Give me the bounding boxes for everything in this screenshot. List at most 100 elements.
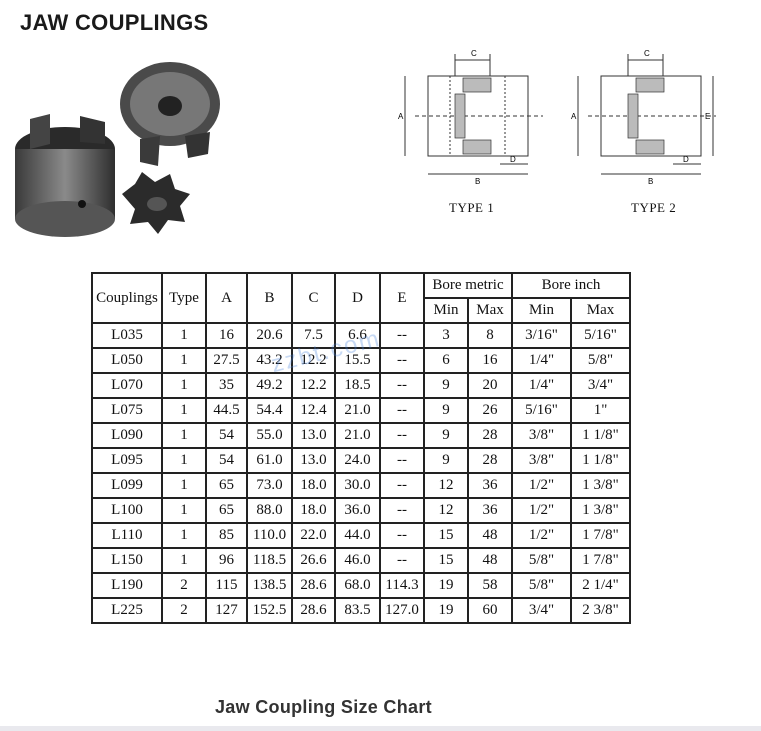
table-cell: 18.5	[334, 372, 381, 399]
table-cell: 88.0	[246, 497, 293, 524]
table-cell: 16	[467, 347, 513, 374]
table-cell: 43.2	[246, 347, 293, 374]
header-metric-max: Max	[467, 297, 513, 324]
header-couplings: Couplings	[91, 272, 163, 324]
table-cell: 21.0	[334, 422, 381, 449]
table-cell: 8	[467, 322, 513, 349]
table-cell: 1	[161, 497, 207, 524]
table-cell: --	[379, 422, 425, 449]
table-cell: 28	[467, 422, 513, 449]
table-cell: 55.0	[246, 422, 293, 449]
table-cell: 1	[161, 447, 207, 474]
table-cell: L099	[91, 472, 163, 499]
table-cell: 12.4	[291, 397, 336, 424]
table-cell: 5/8"	[511, 547, 572, 574]
table-cell: 18.0	[291, 497, 336, 524]
bottom-divider	[0, 726, 761, 731]
table-cell: 1 3/8"	[570, 497, 631, 524]
table-cell: 1/4"	[511, 372, 572, 399]
header-b: B	[246, 272, 293, 324]
table-cell: 1/2"	[511, 522, 572, 549]
dim-c-label: C	[644, 49, 650, 58]
table-cell: 3/4"	[511, 597, 572, 624]
table-cell: 6	[423, 347, 469, 374]
table-cell: 19	[423, 572, 469, 599]
table-cell: 12.2	[291, 372, 336, 399]
table-cell: 20.6	[246, 322, 293, 349]
table-cell: 7.5	[291, 322, 336, 349]
table-cell: 5/8"	[570, 347, 631, 374]
table-cell: L190	[91, 572, 163, 599]
table-cell: 36	[467, 497, 513, 524]
table-cell: 115	[205, 572, 248, 599]
table-cell: 46.0	[334, 547, 381, 574]
table-cell: 30.0	[334, 472, 381, 499]
table-cell: 1	[161, 522, 207, 549]
table-cell: 36.0	[334, 497, 381, 524]
table-cell: 5/16"	[511, 397, 572, 424]
table-cell: 9	[423, 397, 469, 424]
table-cell: 152.5	[246, 597, 293, 624]
table-cell: 60	[467, 597, 513, 624]
table-cell: L150	[91, 547, 163, 574]
table-cell: 61.0	[246, 447, 293, 474]
table-cell: 28.6	[291, 597, 336, 624]
header-e: E	[379, 272, 425, 324]
header-d: D	[334, 272, 381, 324]
table-cell: --	[379, 547, 425, 574]
table-cell: 36	[467, 472, 513, 499]
table-cell: 13.0	[291, 422, 336, 449]
table-cell: 49.2	[246, 372, 293, 399]
table-cell: 6.6	[334, 322, 381, 349]
header-inch-max: Max	[570, 297, 631, 324]
table-cell: 19	[423, 597, 469, 624]
table-cell: 1	[161, 322, 207, 349]
table-cell: 68.0	[334, 572, 381, 599]
table-cell: 15	[423, 547, 469, 574]
table-cell: 96	[205, 547, 248, 574]
table-cell: 54.4	[246, 397, 293, 424]
table-cell: 12.2	[291, 347, 336, 374]
dim-d-label: D	[683, 155, 689, 164]
table-cell: 1	[161, 472, 207, 499]
table-cell: 1	[161, 347, 207, 374]
page-title: JAW COUPLINGS	[20, 10, 209, 35]
table-cell: 3/8"	[511, 447, 572, 474]
table-cell: 1 7/8"	[570, 547, 631, 574]
table-cell: --	[379, 522, 425, 549]
dim-e-label: E	[705, 112, 710, 121]
table-cell: 83.5	[334, 597, 381, 624]
table-cell: --	[379, 497, 425, 524]
type2-label: TYPE 2	[631, 200, 677, 215]
table-cell: 5/16"	[570, 322, 631, 349]
table-cell: L075	[91, 397, 163, 424]
table-cell: 1 1/8"	[570, 422, 631, 449]
table-cell: L050	[91, 347, 163, 374]
table-cell: 114.3	[379, 572, 425, 599]
header-inch-min: Min	[511, 297, 572, 324]
table-cell: --	[379, 347, 425, 374]
table-cell: 26.6	[291, 547, 336, 574]
table-cell: 35	[205, 372, 248, 399]
header-c: C	[291, 272, 336, 324]
table-cell: 73.0	[246, 472, 293, 499]
dim-b-label: B	[648, 177, 653, 186]
dim-d-label: D	[510, 155, 516, 164]
table-cell: 2	[161, 597, 207, 624]
table-cell: --	[379, 472, 425, 499]
table-cell: 1/4"	[511, 347, 572, 374]
table-cell: 2 3/8"	[570, 597, 631, 624]
table-cell: 44.5	[205, 397, 248, 424]
table-cell: --	[379, 447, 425, 474]
header-bore-metric: Bore metric	[423, 272, 513, 299]
table-cell: 18.0	[291, 472, 336, 499]
table-cell: L035	[91, 322, 163, 349]
table-cell: 9	[423, 372, 469, 399]
